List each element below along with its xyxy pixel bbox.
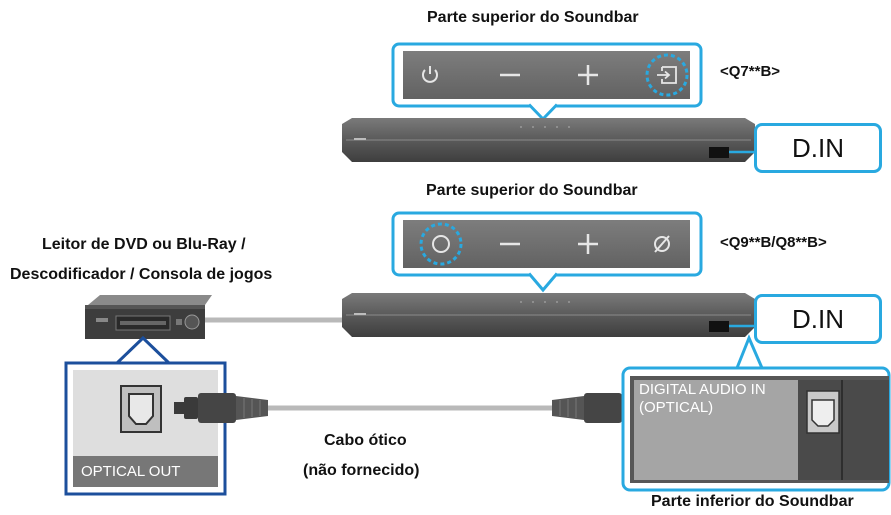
middle-panel-title: Parte superior do Soundbar: [426, 182, 638, 199]
input-source-icon: [657, 66, 677, 84]
optical-out-callout: [64, 335, 227, 496]
optical-port-icon: [806, 390, 840, 434]
soundbar-bottom-caption: Parte inferior do Soundbar: [651, 493, 854, 510]
digital-audio-in-label-line1: DIGITAL AUDIO IN: [639, 381, 766, 398]
top-panel-title: Parte superior do Soundbar: [427, 9, 639, 26]
soundbar-top: [342, 118, 757, 162]
highlight-ring: [419, 222, 463, 266]
source-device-label-line2: Descodificador / Consola de jogos: [10, 266, 273, 283]
din-label-middle: D.IN: [754, 294, 882, 344]
power-icon: [422, 66, 438, 83]
middle-model-label: <Q9**B/Q8**B>: [720, 234, 827, 251]
source-device: [85, 295, 212, 339]
source-device-label-line1: Leitor de DVD ou Blu-Ray /: [42, 236, 246, 253]
din-label-top: D.IN: [754, 123, 882, 173]
optical-port-icon: [120, 385, 162, 433]
optical-out-label: OPTICAL OUT: [81, 463, 181, 480]
multi-function-icon: [432, 235, 450, 253]
middle-control-panel-callout: [391, 211, 703, 293]
cable-label-line1: Cabo ótico: [324, 432, 407, 449]
highlight-ring: [645, 53, 689, 97]
volume-up-icon: [578, 65, 598, 85]
cable-label-line2: (não fornecido): [303, 462, 420, 479]
volume-up-icon: [578, 234, 598, 254]
top-control-panel-callout: [391, 42, 703, 122]
digital-audio-in-label-line2: (OPTICAL): [639, 399, 714, 416]
soundbar-middle: [342, 293, 757, 337]
optical-cable: [174, 393, 646, 423]
mic-off-icon: [654, 235, 670, 253]
top-model-label: <Q7**B>: [720, 63, 781, 80]
soundbar-bottom-callout: [621, 334, 891, 492]
